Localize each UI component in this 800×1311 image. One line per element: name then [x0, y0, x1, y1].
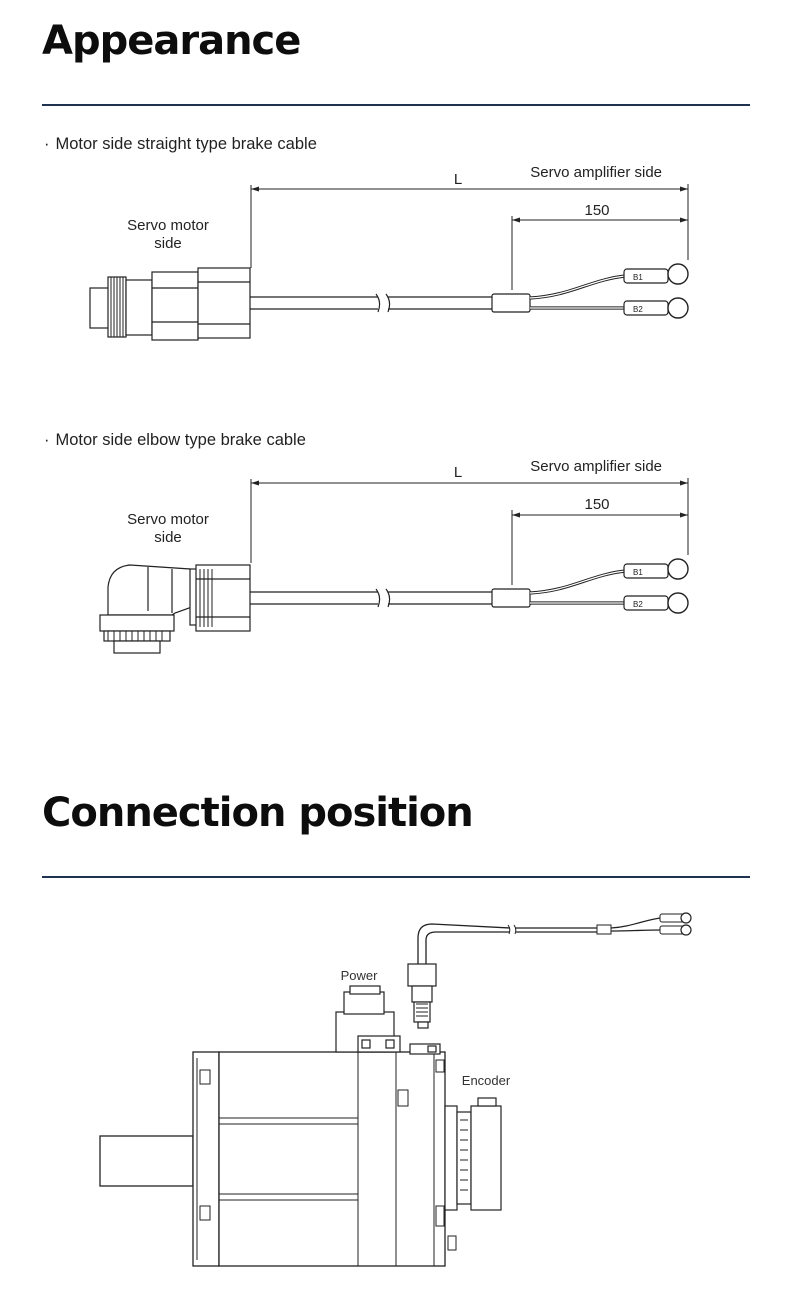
cable-sleeve [491, 588, 531, 608]
straight-connector [89, 267, 251, 341]
power-label: Power [341, 968, 379, 983]
ring-terminal-eye [667, 592, 689, 614]
servo-motor-label-side: side [154, 529, 182, 546]
elbow-cable-caption-text: Motor side elbow type brake cable [55, 431, 306, 449]
ring-terminal-b2 [623, 595, 669, 611]
ring-terminal-b2 [623, 300, 669, 316]
terminal-b1-label: B1 [633, 273, 643, 282]
ring-terminal-eye [667, 263, 689, 285]
arrow-head [680, 512, 688, 518]
brake-connector-port [409, 1043, 441, 1055]
connection-divider [42, 876, 750, 878]
cable-break [375, 588, 391, 608]
encoder-housing [444, 1097, 502, 1211]
power-connector [335, 985, 401, 1053]
connection-position-diagram: Power Encoder [99, 912, 692, 1267]
straight-cable-caption-text: Motor side straight type brake cable [55, 135, 317, 153]
appearance-divider [42, 104, 750, 106]
servo-amplifier-label: Servo amplifier side [530, 458, 662, 475]
arrow-head [680, 217, 688, 223]
connection-position-heading: Connection position [42, 790, 474, 836]
length-label: L [454, 464, 462, 481]
arrow-head [680, 186, 688, 192]
lead-wire-b1 [529, 274, 626, 300]
appearance-heading: Appearance [42, 18, 301, 64]
arrow-head [680, 480, 688, 486]
servo-motor-label: Servo motor [127, 511, 209, 528]
terminal-b2-label: B2 [633, 600, 643, 609]
straight-cable-caption: · Motor side straight type brake cable [44, 135, 317, 154]
cable-break [507, 924, 517, 935]
servo-motor-label: Servo motor [127, 217, 209, 234]
ring-terminal-b1 [623, 268, 669, 284]
elbow-cable-diagram: L Servo amplifier side 150 Servo motor s… [99, 458, 689, 654]
ring-terminal-eye [680, 912, 692, 924]
dimension-150-label: 150 [584, 496, 609, 513]
elbow-connector [99, 564, 251, 654]
ring-terminal-eye [680, 924, 692, 936]
bullet: · [44, 135, 50, 153]
straight-cable-diagram: L Servo amplifier side 150 Servo motor s… [89, 164, 689, 341]
length-label: L [454, 171, 462, 188]
brake-cable [417, 923, 511, 964]
ring-terminal-eye [667, 297, 689, 319]
brake-cable-connector [407, 963, 437, 1029]
dimension-150-label: 150 [584, 202, 609, 219]
lead-wire-b1 [610, 917, 661, 929]
arrow-head [512, 217, 520, 223]
arrow-head [251, 480, 259, 486]
encoder-label: Encoder [462, 1073, 511, 1088]
cable-break [375, 293, 391, 313]
motor-body [218, 1051, 446, 1267]
arrow-head [512, 512, 520, 518]
servo-motor-label-side: side [154, 235, 182, 252]
knurl [110, 277, 124, 337]
servo-amplifier-label: Servo amplifier side [530, 164, 662, 181]
ring-terminal-eye [667, 558, 689, 580]
arrow-head [251, 186, 259, 192]
bullet: · [44, 431, 50, 449]
knurl [107, 569, 213, 641]
terminal-b1-label: B1 [633, 568, 643, 577]
cable-sleeve [596, 924, 612, 935]
brake-cable [425, 931, 510, 964]
elbow-cable-caption: · Motor side elbow type brake cable [44, 431, 306, 450]
motor-shaft [99, 1135, 194, 1187]
lead-wire-b2 [610, 929, 661, 932]
lead-wire-b1 [529, 569, 626, 595]
terminal-b2-label: B2 [633, 305, 643, 314]
ring-terminal-b1 [623, 563, 669, 579]
cable-sleeve [491, 293, 531, 313]
